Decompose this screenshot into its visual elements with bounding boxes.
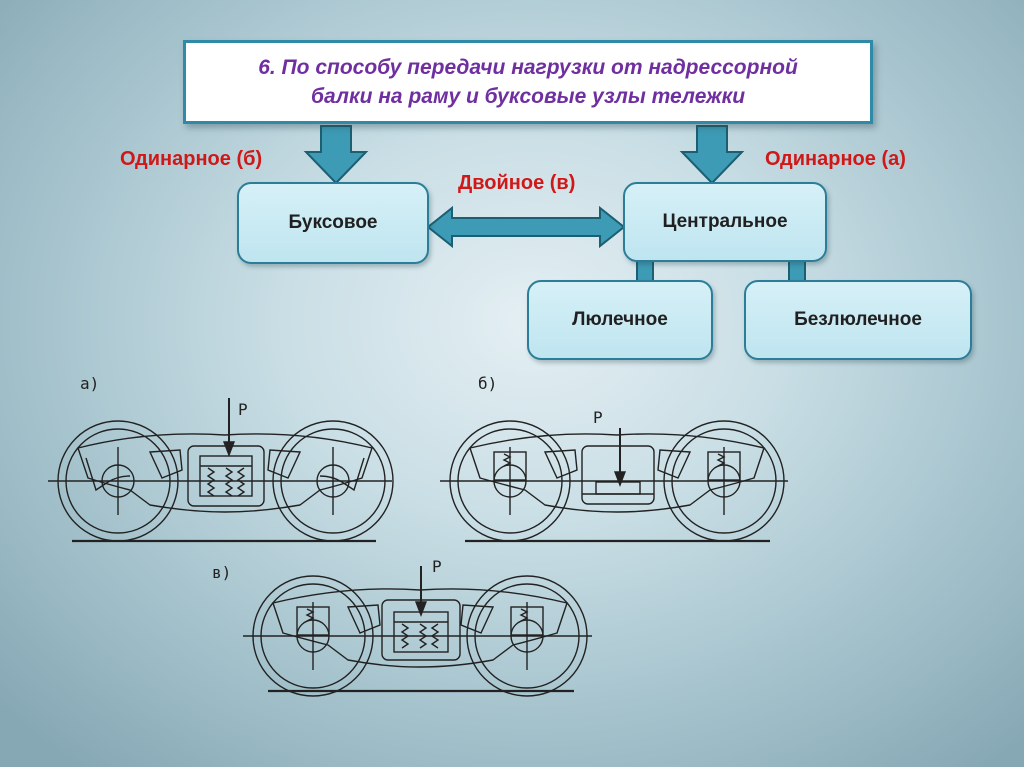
node-buksovoe-label: Буксовое [288,212,378,233]
title-line-1: 6. По способу передачи нагрузки от надре… [258,56,798,79]
bogie-drawing-a [48,398,394,543]
node-centralnoe: Центральное [623,182,827,262]
arrow-title-to-buksovoe [303,125,369,185]
label-single-b: Одинарное (б) [120,148,263,170]
node-bezlyulechnoe-label: Безлюлечное [794,309,922,330]
arrow-title-to-centralnoe [679,125,745,185]
load-label-b: P [593,408,603,427]
drawing-letter-b: б) [478,374,498,393]
node-bezlyulechnoe: Безлюлечное [744,280,972,360]
node-lyulechnoe: Люлечное [527,280,713,360]
bogie-drawing-v [243,566,592,697]
node-centralnoe-label: Центральное [662,211,788,232]
drawing-letter-a: а) [80,374,100,393]
node-lyulechnoe-label: Люлечное [572,309,668,330]
title-box: 6. По способу передачи нагрузки от надре… [183,40,873,124]
label-single-a: Одинарное (а) [765,148,906,170]
load-label-a: P [238,400,248,419]
bogie-drawing-b [440,420,788,543]
load-label-v: P [432,557,442,576]
title-line-2: балки на раму и буксовые узлы тележки [310,85,746,108]
node-buksovoe: Буксовое [237,182,429,264]
drawing-letter-v: в) [212,563,232,582]
label-double-v: Двойное (в) [458,172,576,194]
